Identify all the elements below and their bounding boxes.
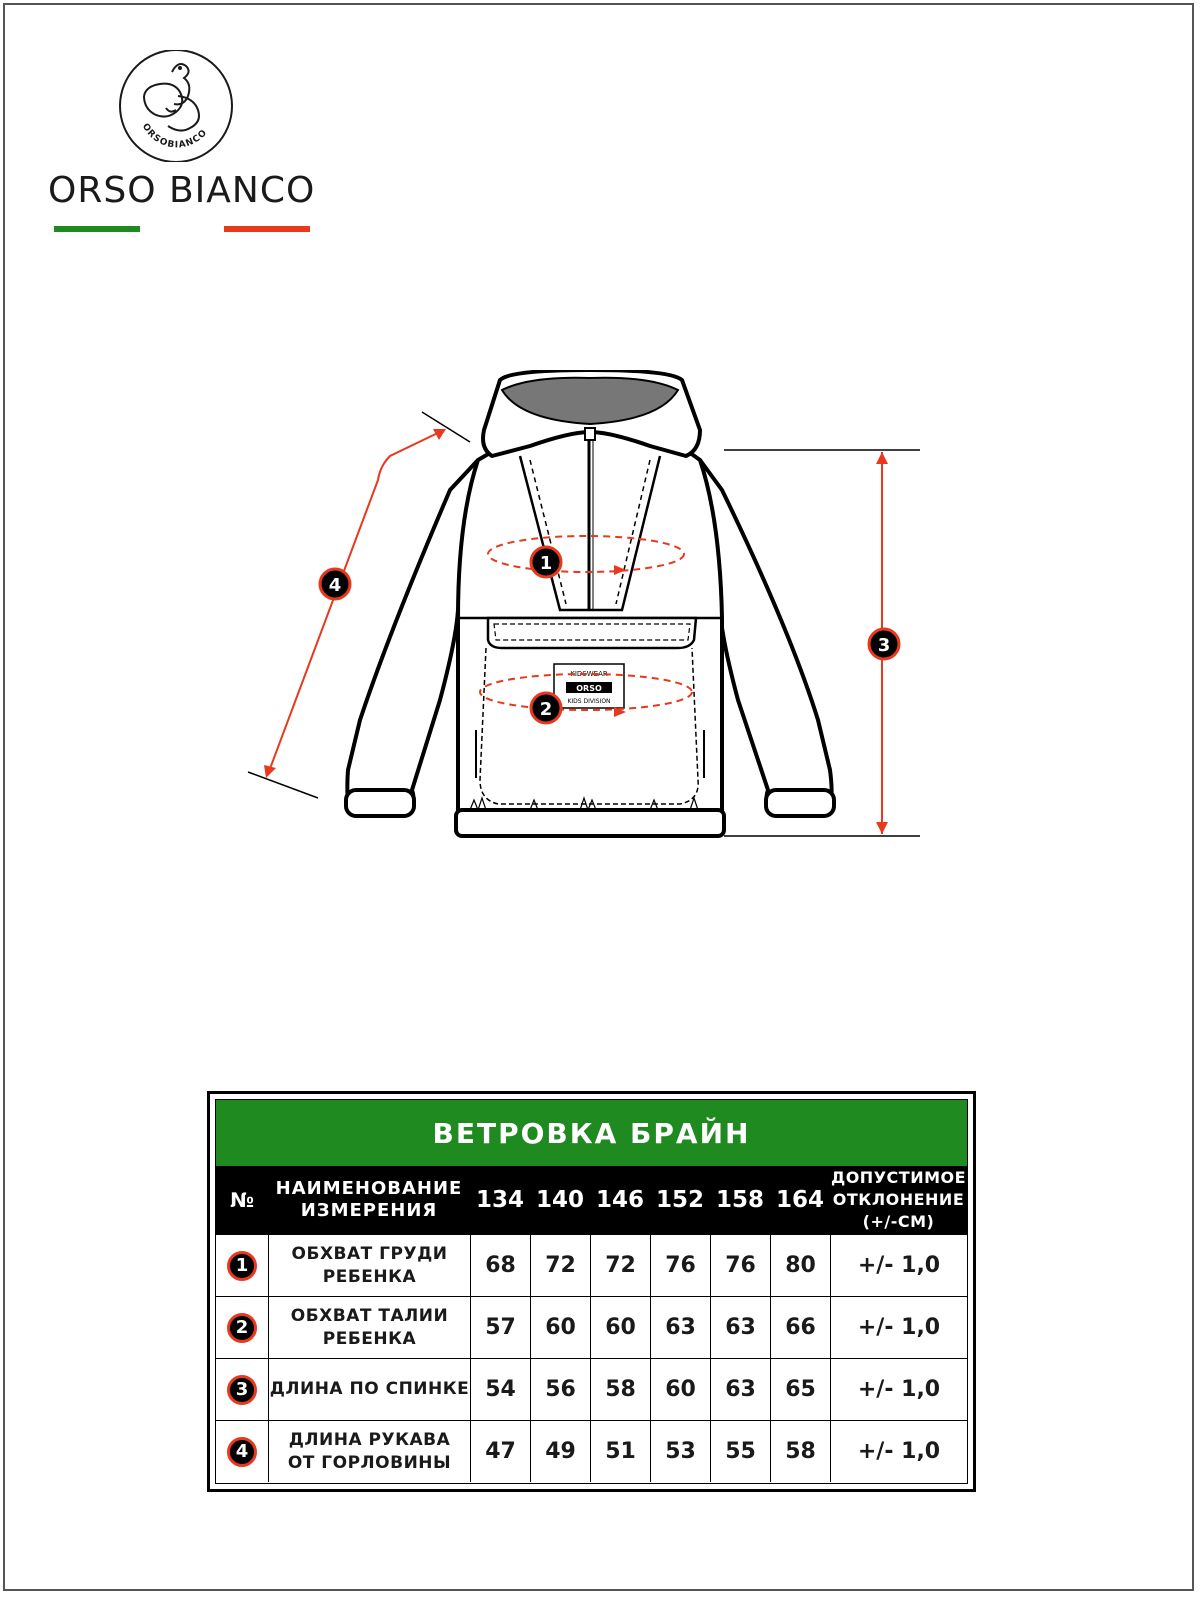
- size-value: 72: [530, 1235, 590, 1296]
- front-panel: [518, 455, 662, 612]
- seal-text: ORSOBIANCO: [140, 122, 209, 150]
- size-value: 60: [530, 1297, 590, 1358]
- size-value: 65: [770, 1359, 830, 1420]
- tolerance-value: +/- 1,0: [830, 1297, 967, 1358]
- kidswear-patch: [553, 663, 625, 709]
- hem-band: [454, 808, 726, 838]
- brand-logo: ORSOBIANCO ORSO BIANCO: [48, 50, 318, 240]
- patch-line3: KIDS DIVISION: [567, 698, 610, 705]
- header-size-140: 140: [535, 1187, 584, 1213]
- size-value: 72: [590, 1235, 650, 1296]
- row-number-badge: 2: [216, 1297, 268, 1358]
- size-value: 57: [470, 1297, 530, 1358]
- size-value: 47: [470, 1421, 530, 1482]
- header-size-146: 146: [595, 1187, 644, 1213]
- row-number-badge: 3: [216, 1359, 268, 1420]
- size-value: 49: [530, 1421, 590, 1482]
- measurement-name: ДЛИНА ПО СПИНКЕ: [268, 1359, 470, 1420]
- tolerance-value: +/- 1,0: [830, 1359, 967, 1420]
- size-value: 54: [470, 1359, 530, 1420]
- header-size-134: 134: [475, 1187, 524, 1213]
- patch-line2: ORSO: [576, 684, 602, 693]
- table-title: ВЕТРОВКА БРАЙН: [216, 1100, 967, 1166]
- size-value: 51: [590, 1421, 650, 1482]
- left-cuff: [344, 788, 416, 818]
- marker-1: 1: [540, 553, 553, 574]
- tolerance-value: +/- 1,0: [830, 1421, 967, 1482]
- row-number-badge: 1: [216, 1235, 268, 1296]
- header-size-158: 158: [715, 1187, 764, 1213]
- header-number: №: [229, 1188, 255, 1212]
- size-value: 55: [710, 1421, 770, 1482]
- marker-2: 2: [540, 699, 553, 720]
- header-size-152: 152: [655, 1187, 704, 1213]
- patch-line1: KIDSWEAR: [570, 670, 608, 678]
- header-size-164: 164: [775, 1187, 824, 1213]
- jacket-sketch: KIDSWEAR ORSO KIDS DIVISION 1 2 3 4: [247, 370, 920, 838]
- size-value: 56: [530, 1359, 590, 1420]
- size-value: 76: [710, 1235, 770, 1296]
- size-value: 58: [590, 1359, 650, 1420]
- brand-name: ORSO BIANCO: [48, 170, 316, 211]
- size-value: 60: [590, 1297, 650, 1358]
- size-value: 68: [470, 1235, 530, 1296]
- size-value: 63: [710, 1297, 770, 1358]
- tolerance-value: +/- 1,0: [830, 1235, 967, 1296]
- size-value: 63: [650, 1297, 710, 1358]
- page-frame: [3, 3, 1194, 1591]
- kangaroo-pocket: [479, 647, 699, 805]
- row-number-badge: 4: [216, 1421, 268, 1482]
- size-value: 80: [770, 1235, 830, 1296]
- row-number: 1: [227, 1250, 257, 1281]
- size-value: 63: [710, 1359, 770, 1420]
- size-value: 53: [650, 1421, 710, 1482]
- bear-seal-icon: ORSOBIANCO: [119, 50, 233, 162]
- size-value: 58: [770, 1421, 830, 1482]
- row-number: 4: [227, 1436, 257, 1467]
- row-number: 2: [227, 1312, 257, 1343]
- hood-lining: [500, 376, 680, 426]
- marker-3: 3: [878, 635, 891, 656]
- flag-red-stripe: [224, 226, 310, 232]
- header-tolerance: ДОПУСТИМОЕ ОТКЛОНЕНИЕ (+/-СМ): [830, 1168, 967, 1231]
- size-value: 76: [650, 1235, 710, 1296]
- pocket-flap: [486, 616, 698, 650]
- flag-green-stripe: [54, 226, 140, 232]
- marker-4: 4: [329, 575, 342, 596]
- row-number: 3: [227, 1374, 257, 1405]
- size-value: 60: [650, 1359, 710, 1420]
- right-cuff: [764, 788, 836, 818]
- svg-text:ORSOBIANCO: ORSOBIANCO: [140, 122, 210, 150]
- size-value: 66: [770, 1297, 830, 1358]
